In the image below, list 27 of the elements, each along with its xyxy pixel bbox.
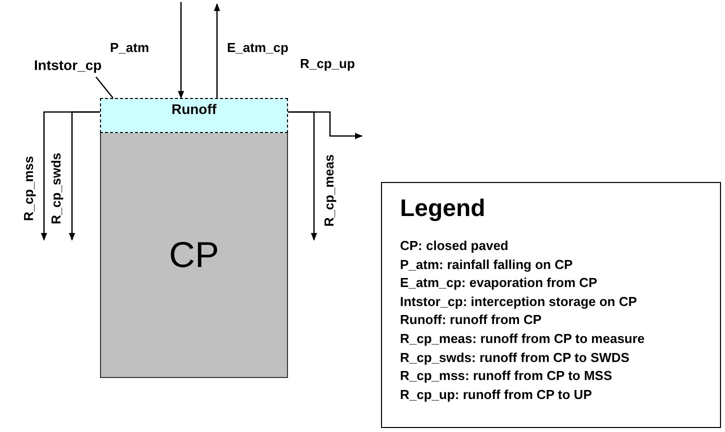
leader-text: Intstor_cp (34, 57, 112, 77)
legend-entry: R_cp_up: runoff from CP to UP (400, 386, 592, 404)
edge-label: R_cp_mss (20, 155, 36, 221)
legend-entry: R_cp_swds: runoff from CP to SWDS (400, 348, 630, 367)
edge-label: R_cp_up (300, 56, 355, 71)
arrow (178, 2, 184, 99)
leader-line (96, 76, 114, 98)
legend-entry: P_atm: rainfall falling on CP (400, 256, 573, 274)
legend-entry: E_atm_cp: evaporation from CP (400, 274, 598, 292)
legend-title: Legend (400, 195, 486, 223)
storage-box (100, 133, 288, 378)
legend-entry: CP: closed paved (400, 237, 508, 255)
band-label: Runoff (171, 102, 217, 119)
arrow (288, 111, 363, 140)
box-label: CP (168, 237, 219, 273)
legend-entry: Runoff: runoff from CP (400, 311, 542, 330)
edge-label: R_cp_swds (48, 152, 64, 224)
edge-label: E_atm_cp (227, 40, 288, 55)
arrow (214, 3, 220, 98)
arrow (68, 111, 100, 241)
edge-label: P_atm (110, 40, 150, 55)
legend-entry: R_cp_mss: runoff from CP to MSS (400, 367, 612, 386)
legend-box (381, 182, 721, 428)
legend-entry: R_cp_meas: runoff from CP to measure (400, 330, 645, 348)
runoff-band (100, 98, 288, 133)
legend-entry: Intstor_cp: interception storage on CP (400, 292, 637, 311)
edge-label: R_cp_meas (322, 154, 337, 226)
